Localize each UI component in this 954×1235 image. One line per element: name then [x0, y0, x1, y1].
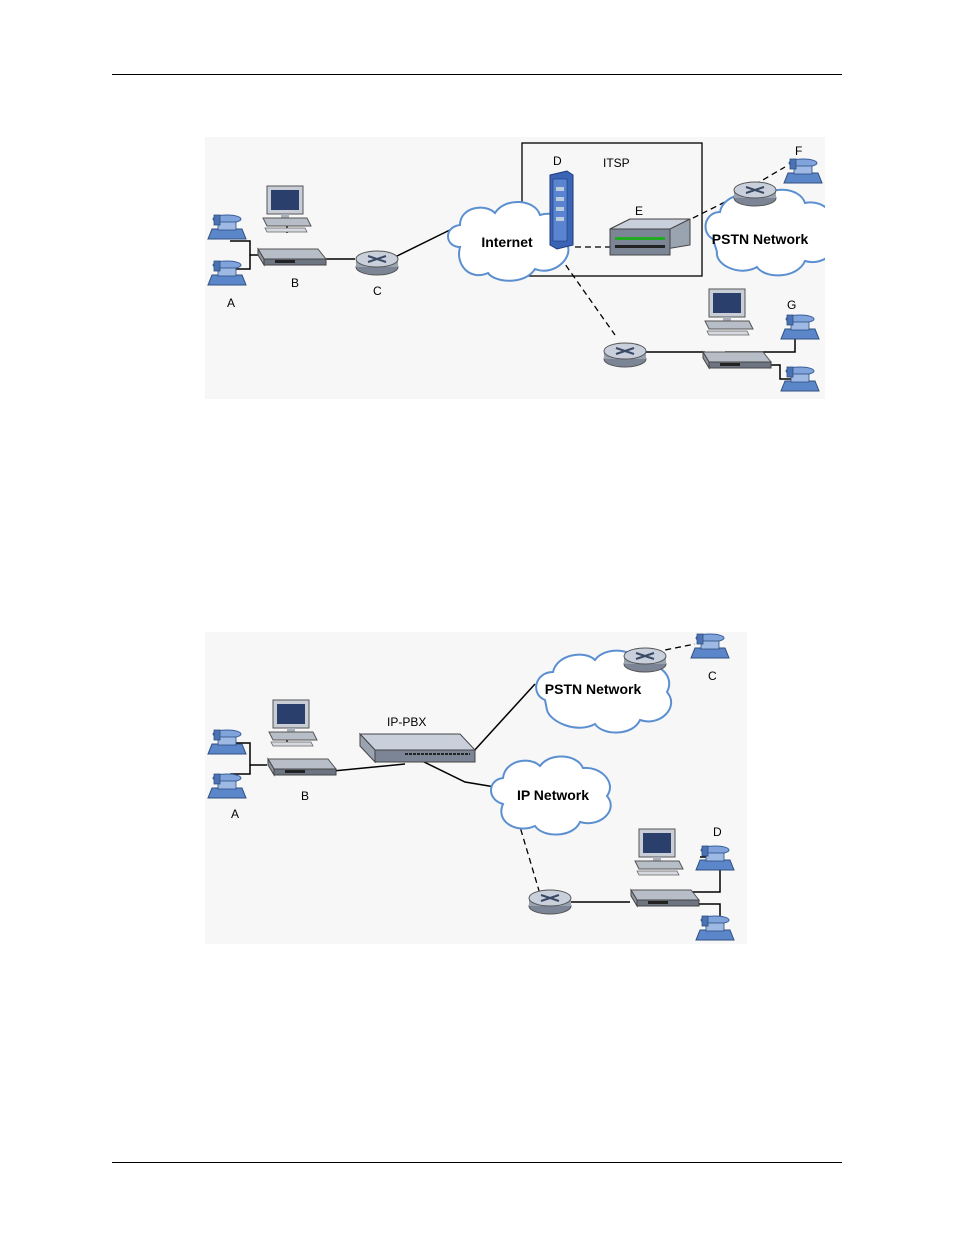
pc-icon: [263, 186, 311, 232]
phone-icon: [208, 261, 246, 285]
ip-network-label: IP Network: [517, 787, 589, 803]
label-d: D: [713, 825, 722, 839]
footer-rule: [112, 1162, 842, 1163]
label-ippbx: IP-PBX: [387, 715, 426, 729]
router-icon: [604, 343, 646, 367]
label-d: D: [553, 154, 562, 168]
label-c: C: [708, 669, 717, 683]
pstn-label: PSTN Network: [545, 681, 642, 697]
label-a: A: [227, 296, 235, 310]
label-b: B: [301, 789, 309, 803]
router-icon: [356, 251, 398, 275]
pc-icon: [705, 289, 753, 335]
ip-pbx-icon: [360, 734, 475, 762]
ip-pbx-network-diagram: PSTN Network IP Network A B IP-PBX C D: [205, 632, 747, 944]
pc-icon: [635, 829, 683, 875]
label-c: C: [373, 284, 382, 298]
phone-icon: [781, 315, 819, 339]
voip-gateway-icon: [703, 352, 771, 368]
label-b: B: [291, 276, 299, 290]
register-server-icon: [610, 219, 690, 255]
voip-gateway-icon: [631, 890, 699, 906]
phone-icon: [696, 846, 734, 870]
pstn-label: PSTN Network: [712, 231, 809, 247]
phone-icon: [691, 634, 729, 658]
pc-icon: [269, 700, 317, 746]
header-rule: [112, 74, 842, 75]
label-itsp: ITSP: [603, 156, 630, 170]
phone-icon: [696, 916, 734, 940]
sip-server-icon: [550, 171, 573, 249]
internet-label: Internet: [481, 234, 533, 250]
voip-gateway-icon: [268, 759, 336, 775]
ip-network-cloud: IP Network: [491, 756, 611, 834]
phone-icon: [208, 774, 246, 798]
itsp-network-diagram: Internet PSTN Network A B C D ITSP E: [205, 137, 825, 399]
label-a: A: [231, 807, 239, 821]
phone-icon: [208, 215, 246, 239]
voip-gateway-icon: [258, 249, 326, 265]
router-icon: [529, 890, 571, 914]
phone-icon: [208, 730, 246, 754]
label-g: G: [787, 298, 796, 312]
phone-icon: [784, 159, 822, 183]
router-icon: [734, 182, 776, 206]
label-f: F: [795, 144, 802, 158]
router-icon: [624, 648, 666, 672]
label-e: E: [635, 204, 643, 218]
